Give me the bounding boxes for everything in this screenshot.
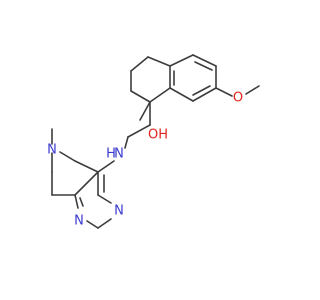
aromatic-ring-bonds: [169, 54, 217, 102]
saturated-ring-bonds: [130, 56, 171, 103]
n-pyrimidine-lower-atom: N: [74, 214, 84, 229]
molecule-structure: N N H N N OH O: [47, 54, 260, 229]
piperidine-ring-bonds: [51, 128, 99, 196]
n-pyrimidine-upper-atom: N: [114, 204, 124, 219]
n-amine-atom: N: [114, 147, 124, 162]
methoxy-bonds: [215, 85, 260, 97]
o-methoxy-atom: O: [233, 91, 243, 106]
pyrimidine-ring-bonds: [74, 171, 112, 229]
h-amine-atom: H: [106, 147, 116, 162]
oh-group-label: OH: [148, 128, 168, 143]
n-methyl-ring-atom: N: [47, 143, 57, 158]
amine-linker-bonds: [97, 136, 129, 173]
carbinol-bonds: [127, 101, 151, 138]
